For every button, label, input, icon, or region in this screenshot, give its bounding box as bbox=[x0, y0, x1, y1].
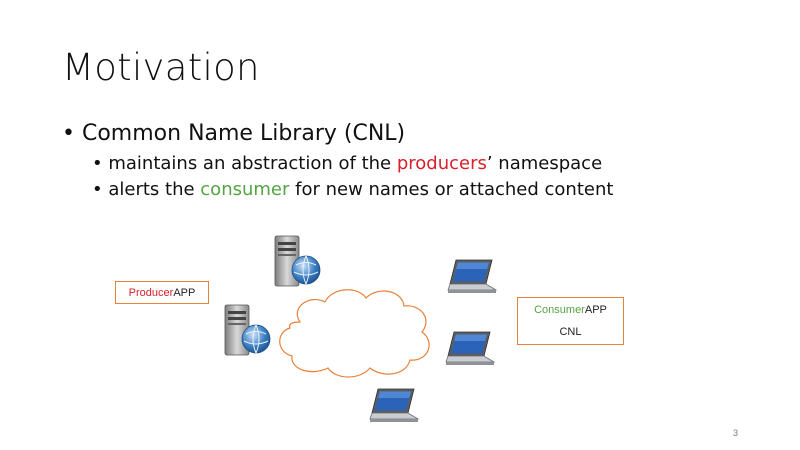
slide-title: Motivation bbox=[62, 46, 260, 89]
sub-bullet-2-pre: alerts the bbox=[108, 179, 201, 200]
consumer-app-box: Consumer APP bbox=[517, 297, 624, 322]
sub-bullet-1-pre: maintains an abstraction of the bbox=[108, 153, 397, 174]
cnl-box: CNL bbox=[517, 320, 624, 345]
producers-highlight: producers bbox=[396, 153, 487, 174]
bullet-cnl: • Common Name Library (CNL) bbox=[62, 121, 406, 146]
laptop-icon bbox=[369, 388, 420, 422]
producer-app-text: APP bbox=[173, 286, 196, 299]
sub-bullet-1-post: ’ namespace bbox=[486, 153, 603, 174]
sub-bullet-producers: • maintains an abstraction of the produc… bbox=[92, 153, 603, 174]
sub-bullet-2-post: for new names or attached content bbox=[289, 179, 614, 200]
server-globe-icon bbox=[274, 235, 321, 287]
cnl-label: CNL bbox=[559, 326, 582, 338]
bullet-cnl-text: Common Name Library (CNL) bbox=[81, 121, 406, 146]
server-globe-icon bbox=[224, 304, 271, 356]
consumer-app-text: APP bbox=[584, 303, 607, 316]
consumer-highlight: consumer bbox=[200, 179, 290, 200]
consumer-label: Consumer bbox=[534, 303, 585, 316]
page-number: 3 bbox=[733, 428, 739, 438]
laptop-icon bbox=[447, 259, 498, 293]
laptop-icon bbox=[445, 331, 496, 365]
sub-bullet-consumer: • alerts the consumer for new names or a… bbox=[92, 179, 614, 200]
cloud-icon bbox=[279, 289, 430, 378]
producer-app-box: Producer APP bbox=[115, 281, 209, 304]
producer-label: Producer bbox=[128, 286, 174, 299]
